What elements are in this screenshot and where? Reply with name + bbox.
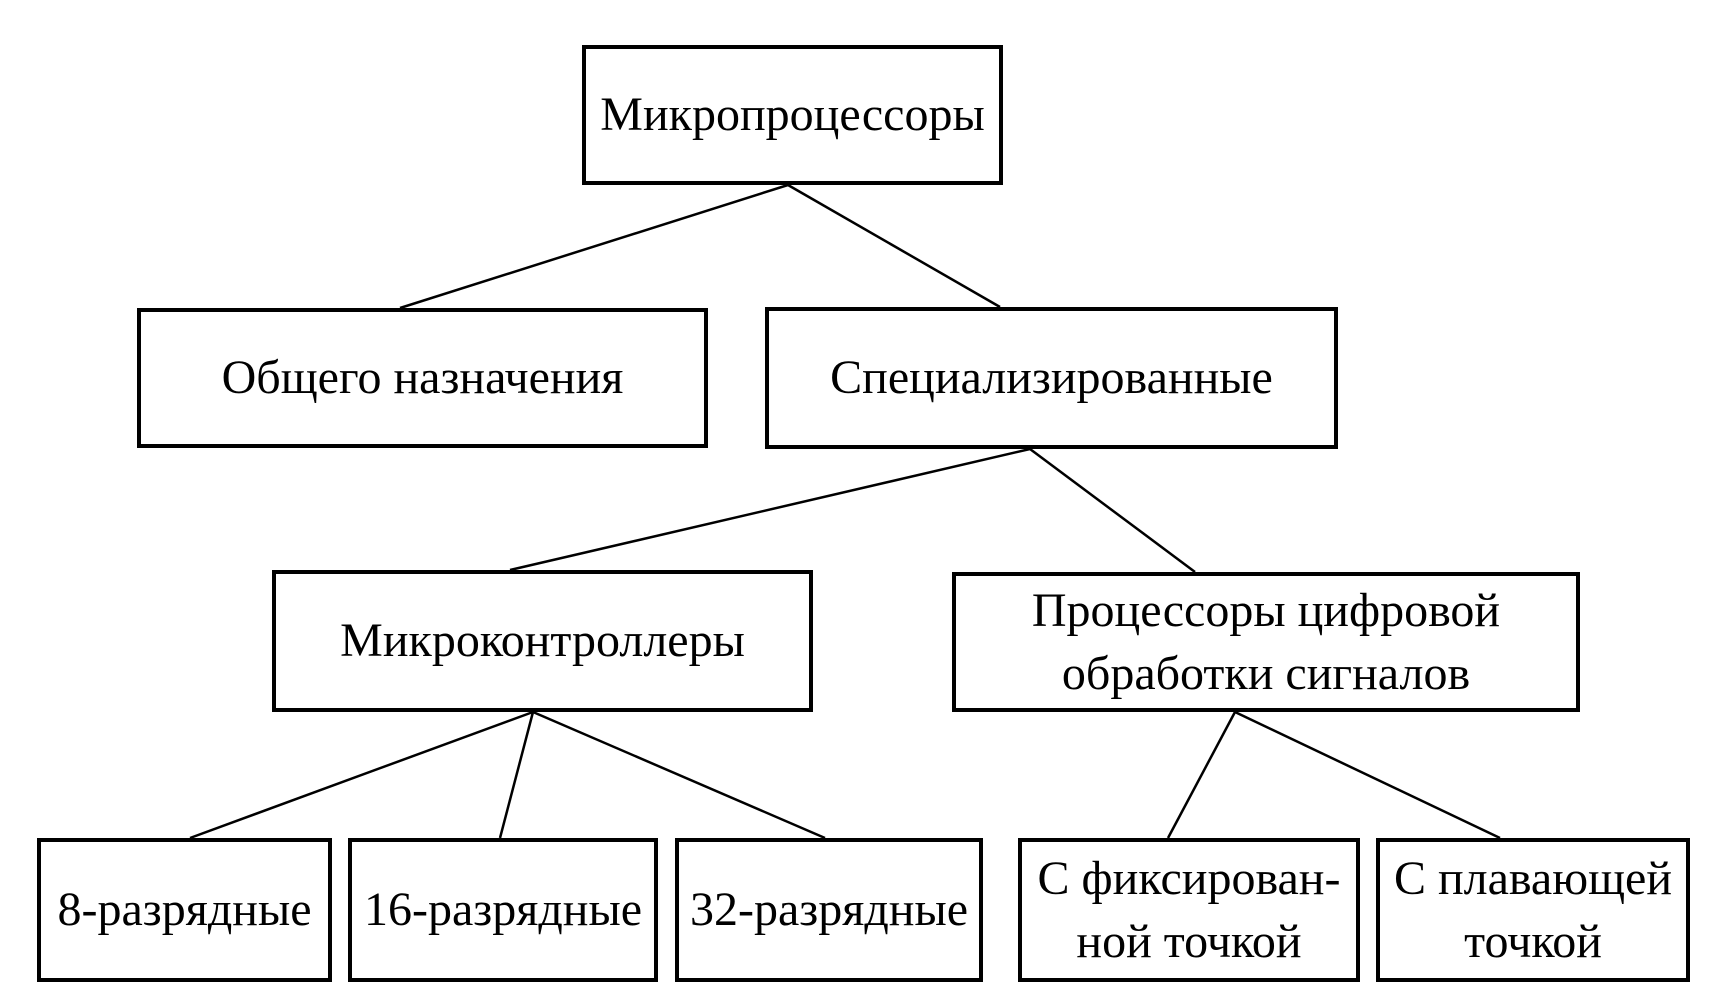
node-dsp: Процессоры цифровой обработки сигналов bbox=[952, 572, 1580, 712]
node-label-line: С плавающей bbox=[1393, 851, 1673, 905]
node-label-line: Микропроцессоры bbox=[600, 88, 985, 142]
node-label-line: Общего назначения bbox=[221, 351, 624, 405]
edge-dsp-float bbox=[1234, 710, 1501, 840]
node-general: Общего назначения bbox=[137, 308, 708, 448]
node-root: Микропроцессоры bbox=[582, 45, 1003, 185]
node-label-line: С фиксирован- bbox=[1037, 851, 1341, 905]
node-fixed: С фиксирован-ной точкой bbox=[1018, 838, 1360, 982]
edge-specialized-dsp bbox=[1029, 447, 1196, 574]
node-label-line: Специализированные bbox=[830, 351, 1273, 405]
edge-root-general bbox=[399, 183, 789, 310]
node-mcu: Микроконтроллеры bbox=[272, 570, 813, 712]
node-label-line: точкой bbox=[1464, 915, 1602, 968]
node-bit32: 32-разрядные bbox=[675, 838, 983, 982]
node-label-line: 32-разрядные bbox=[690, 883, 968, 937]
node-label-line: Микроконтроллеры bbox=[340, 614, 745, 668]
node-label-line: ной точкой bbox=[1076, 915, 1302, 968]
node-specialized: Специализированные bbox=[765, 307, 1338, 449]
node-bit8: 8-разрядные bbox=[37, 838, 332, 982]
edge-dsp-fixed bbox=[1166, 711, 1237, 839]
node-label-line: 16-разрядные bbox=[364, 883, 642, 937]
edge-mcu-bit8 bbox=[189, 710, 534, 840]
edge-mcu-bit32 bbox=[532, 710, 826, 840]
node-bit16: 16-разрядные bbox=[348, 838, 658, 982]
edge-specialized-mcu bbox=[509, 447, 1031, 572]
node-label-line: обработки сигналов bbox=[1061, 647, 1471, 700]
edge-root-specialized bbox=[787, 183, 1001, 309]
node-float: С плавающей точкой bbox=[1376, 838, 1690, 982]
node-label-line: 8-разрядные bbox=[57, 883, 312, 937]
node-label-line: Процессоры цифровой bbox=[1031, 583, 1501, 637]
edge-mcu-bit16 bbox=[498, 711, 535, 839]
